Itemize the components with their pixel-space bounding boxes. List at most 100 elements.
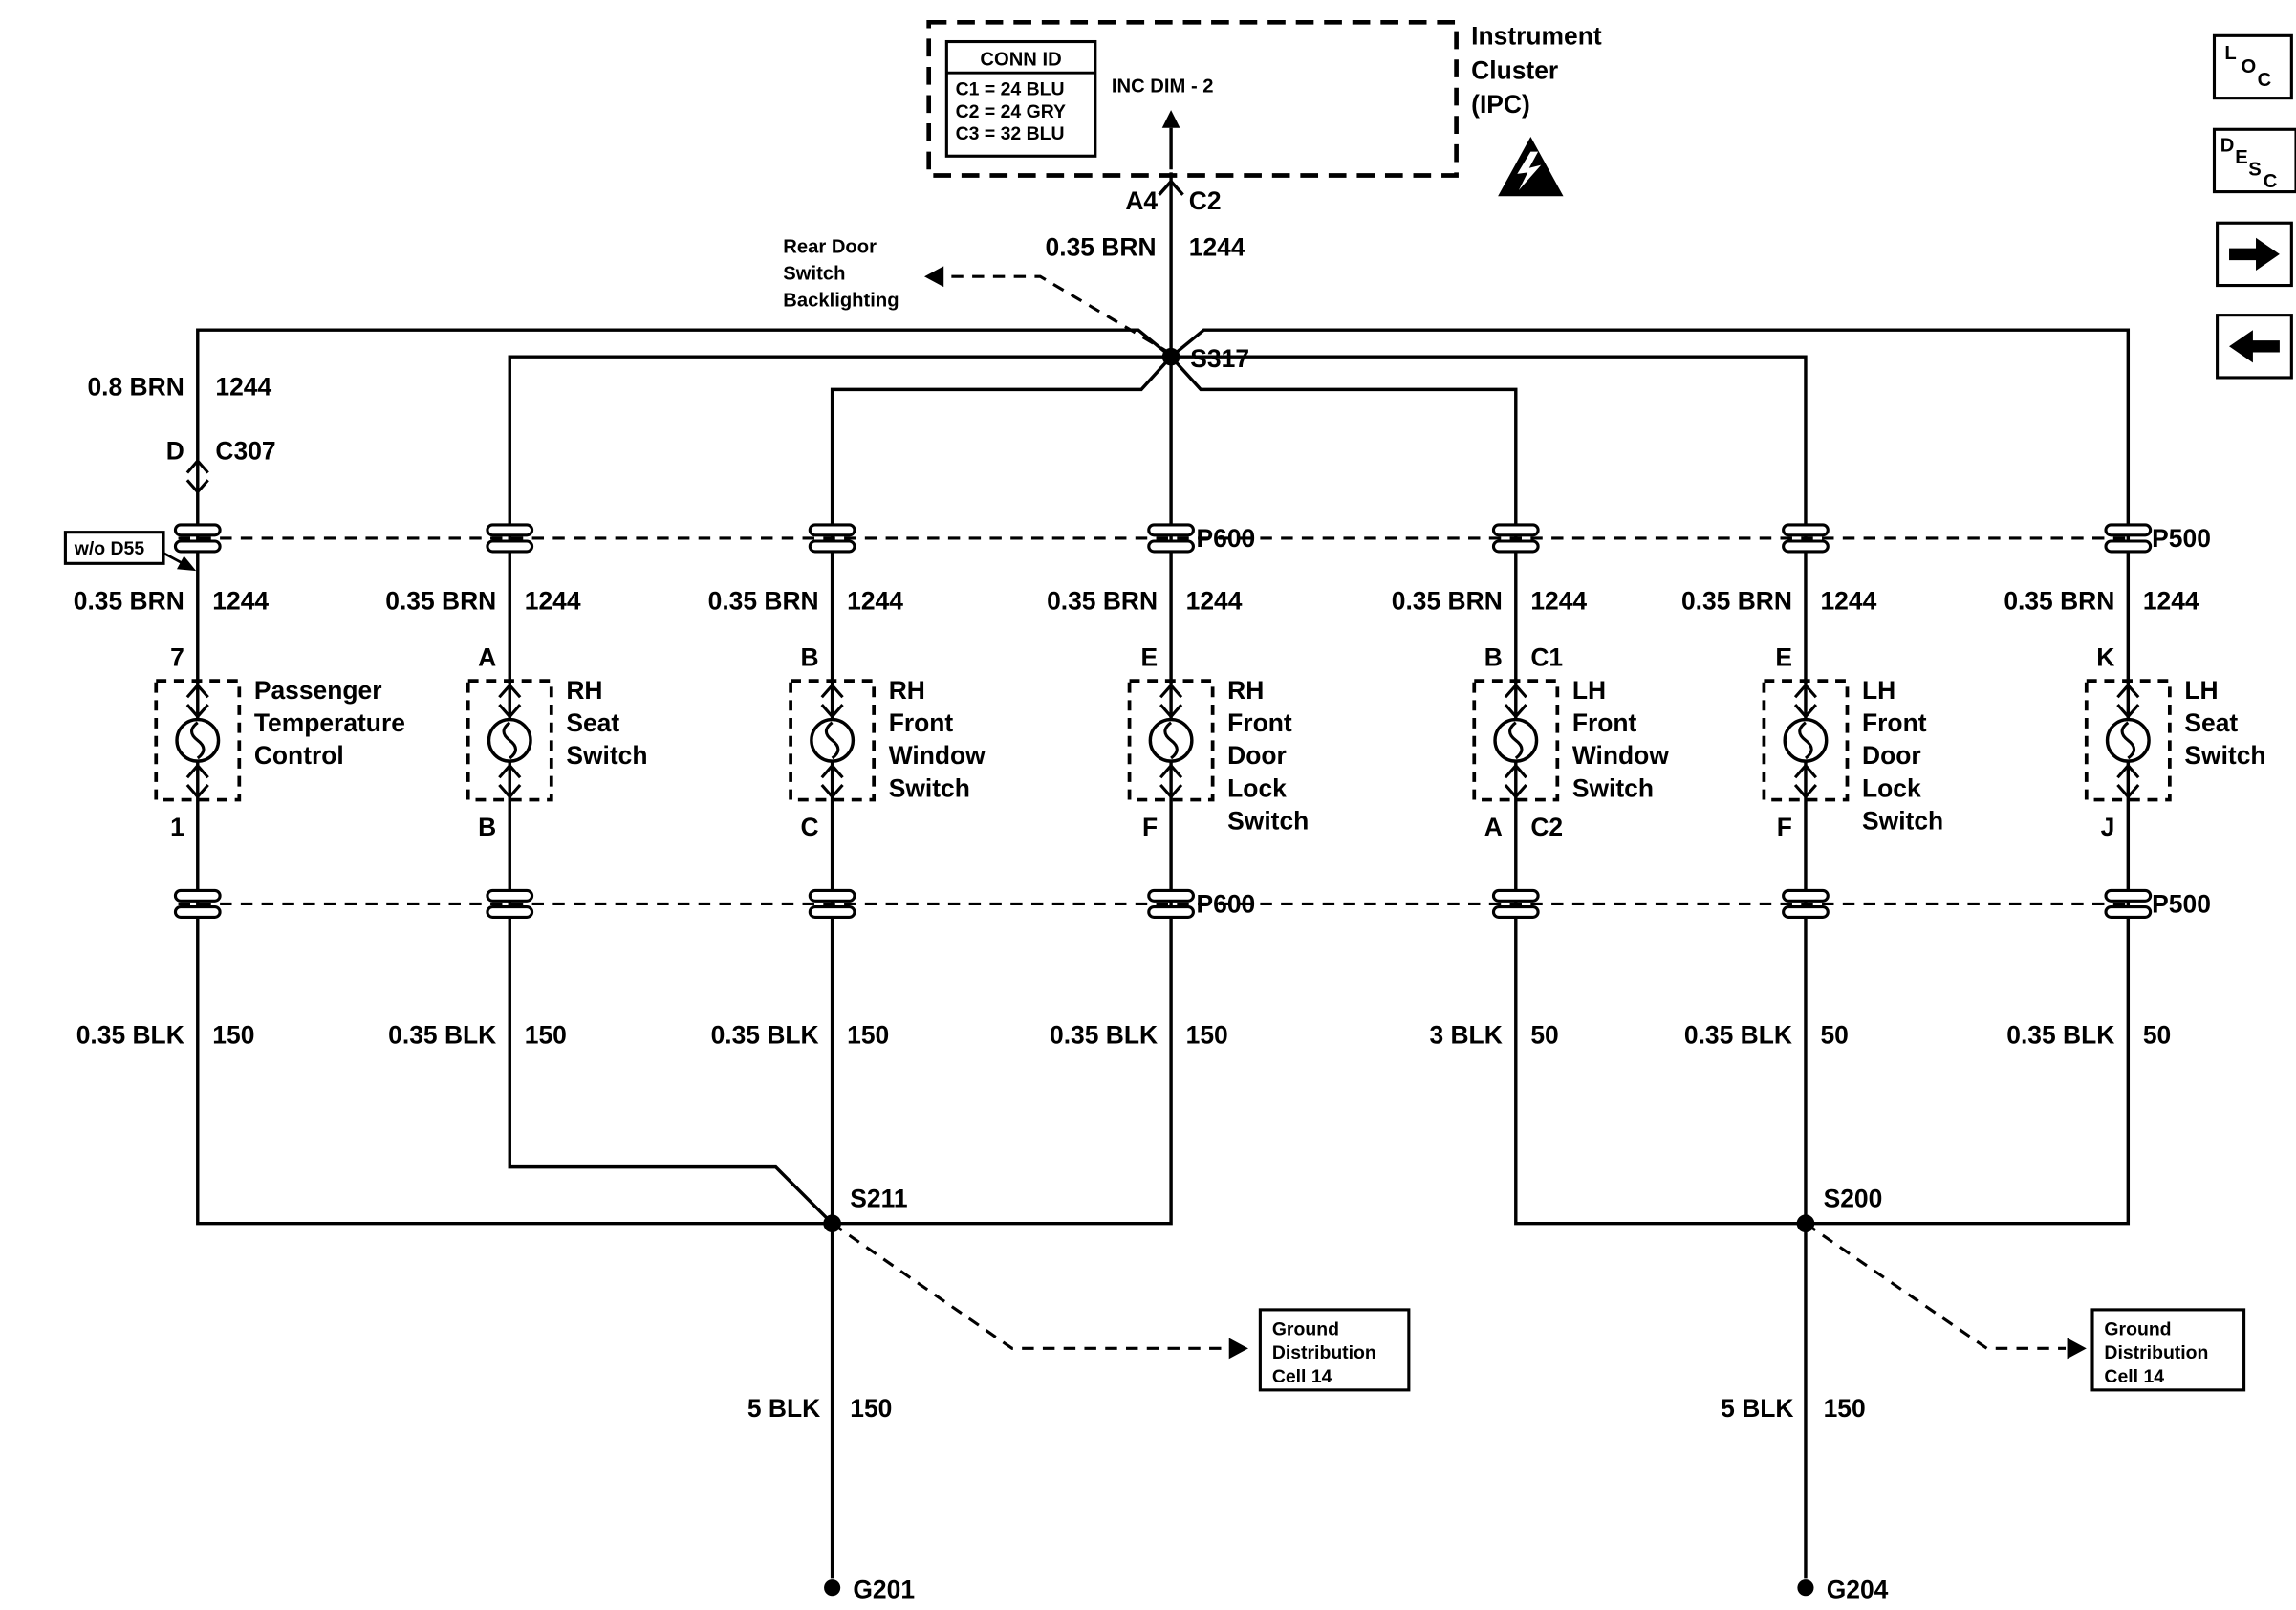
illumination-lamp-icon	[810, 717, 856, 763]
wire-branch-lh-door-lock	[1171, 355, 1808, 1579]
component-box	[2084, 679, 2172, 802]
nav-loc-letter: L	[2224, 43, 2236, 64]
component-name-line: Seat	[566, 708, 619, 737]
ipc-block: CONN ID C1 = 24 BLU C2 = 24 GRY C3 = 32 …	[926, 19, 1602, 261]
wire-circuit: 1244	[215, 373, 271, 402]
nav-desc-button[interactable]: D E S C	[2212, 127, 2296, 194]
ground-ref-box	[2090, 1308, 2246, 1392]
component-name-line: Passenger	[254, 676, 382, 705]
splice-s317: S317	[1161, 344, 1249, 373]
left-ground-ref-line	[831, 1222, 1228, 1350]
c307-branch: 0.8 BRN 1244 D C307 w/o D55	[63, 373, 276, 572]
nav-back-button[interactable]	[2216, 314, 2293, 380]
ground-ref-line: Ground	[2104, 1318, 2171, 1339]
wire-circuit: 1244	[2143, 587, 2199, 616]
component-box	[1762, 679, 1850, 802]
splice-dot	[1161, 347, 1180, 366]
component-name-line: Front	[1572, 708, 1637, 737]
component-name-line: Door	[1227, 741, 1287, 770]
conn-id-title: CONN ID	[980, 49, 1061, 70]
ipc-pin-right-label: C2	[1189, 186, 1222, 215]
nav-loc-letter: C	[2258, 70, 2272, 91]
right-ground-ref-line	[1805, 1222, 2067, 1350]
pin-top-label: B	[1484, 643, 1503, 672]
left-ground-section: S211 5 BLK 150 G201 Ground Distribution …	[747, 1185, 1411, 1604]
esd-warning-icon	[1498, 137, 1564, 197]
component-name-line: Control	[254, 741, 344, 770]
left-ground-arrowhead-icon	[1228, 1338, 1248, 1360]
nav-desc-letter: C	[2264, 171, 2278, 192]
component-name-line: Switch	[566, 741, 647, 770]
wire-circuit: 150	[847, 1021, 889, 1050]
illumination-lamp-icon	[1493, 717, 1539, 763]
pin-top-label: A	[478, 643, 496, 672]
option-note-arrowhead-icon	[177, 555, 197, 572]
component-box	[154, 679, 242, 802]
rear-door-arrowhead-icon	[924, 266, 944, 288]
wire-label: 0.35 BRN	[2004, 587, 2114, 616]
illumination-lamp-icon	[487, 717, 532, 763]
component-name-line: Switch	[2184, 741, 2265, 770]
wire-label: 0.35 BLK	[76, 1021, 184, 1050]
pin-bottom-label: B	[478, 813, 496, 841]
wire-branch-rh-door-lock	[832, 172, 1173, 1226]
ipc-name-line: (IPC)	[1471, 90, 1530, 119]
dashed-reference-lines	[178, 266, 2134, 1360]
wire-branch-lh-window	[1169, 356, 1806, 1226]
pin-top-label: B	[801, 643, 819, 672]
wire-label: 0.35 BRN	[1392, 587, 1503, 616]
feed-wire-circuit: 1244	[1189, 232, 1245, 261]
component-name-line: Switch	[1862, 807, 1943, 836]
rear-door-note-line: Rear Door	[783, 236, 877, 257]
ground-ref-line: Distribution	[2104, 1342, 2208, 1363]
wire-circuit: 150	[525, 1021, 567, 1050]
wire-label: 5 BLK	[747, 1394, 820, 1423]
wire-circuit: 150	[1186, 1021, 1228, 1050]
nav-forward-button[interactable]	[2216, 221, 2293, 288]
wire-label: 0.35 BRN	[74, 587, 184, 616]
pin-label: D	[166, 436, 184, 465]
component-box	[789, 679, 877, 802]
ground-terminal-icon	[1797, 1579, 1814, 1597]
ipc-signal-label: INC DIM - 2	[1112, 76, 1214, 97]
wire-circuit: 150	[1824, 1394, 1866, 1423]
component-name-line: Switch	[889, 773, 970, 802]
ground-ref-line: Cell 14	[1272, 1366, 1332, 1387]
wire-circuit: 50	[1820, 1021, 1848, 1050]
wire-label: 0.35 BLK	[711, 1021, 819, 1050]
component-box	[466, 679, 553, 802]
ipc-dashed-box	[926, 19, 1459, 178]
wire-circuit: 1244	[212, 587, 269, 616]
ipc-pin-connector-icon	[1158, 179, 1184, 196]
illumination-lamp-icon	[1783, 717, 1829, 763]
connector-row-labels: P600 P500 P600 P500	[1197, 524, 2211, 919]
component-name-line: Lock	[1862, 773, 1921, 802]
pin-top-label: K	[2096, 643, 2114, 672]
wire-circuit: 150	[850, 1394, 892, 1423]
component-name-line: LH	[2184, 676, 2218, 705]
nav-desc-letter: S	[2248, 159, 2261, 180]
conn-id-row: C2 = 24 GRY	[956, 101, 1066, 122]
component-name-line: Door	[1862, 741, 1921, 770]
wire-branch-lh-seat	[1170, 328, 2131, 1226]
nav-desc-letter: D	[2220, 136, 2235, 157]
component-name-line: Window	[1572, 741, 1669, 770]
wire-branch-rh-seat	[508, 355, 1172, 1225]
pin-bottom-label: F	[1142, 813, 1158, 841]
illumination-lamp-icon	[2105, 717, 2151, 763]
branch-rh-front-window-switch: 0.35 BRN 1244 B RH Front Window Switch C…	[708, 523, 986, 1050]
nav-loc-button[interactable]: L O C	[2212, 33, 2293, 100]
option-note-label: w/o D55	[74, 538, 145, 559]
wire-label: 0.35 BLK	[1050, 1021, 1158, 1050]
wire-branch-rh-window	[830, 356, 1173, 1579]
pin-bottom-label: 1	[170, 813, 184, 841]
wire-circuit: 1244	[1530, 587, 1587, 616]
ipc-pin-left-label: A4	[1125, 186, 1158, 215]
component-name-line: RH	[889, 676, 925, 705]
connector-label-p600-bottom: P600	[1197, 890, 1256, 919]
right-ground-arrowhead-icon	[2067, 1338, 2087, 1360]
wire-label: 0.35 BRN	[385, 587, 496, 616]
rear-door-note: Rear Door Switch Backlighting	[783, 236, 899, 311]
branch-lh-seat-switch: 0.35 BRN 1244 K LH Seat Switch J 0.35 BL…	[2004, 523, 2266, 1050]
